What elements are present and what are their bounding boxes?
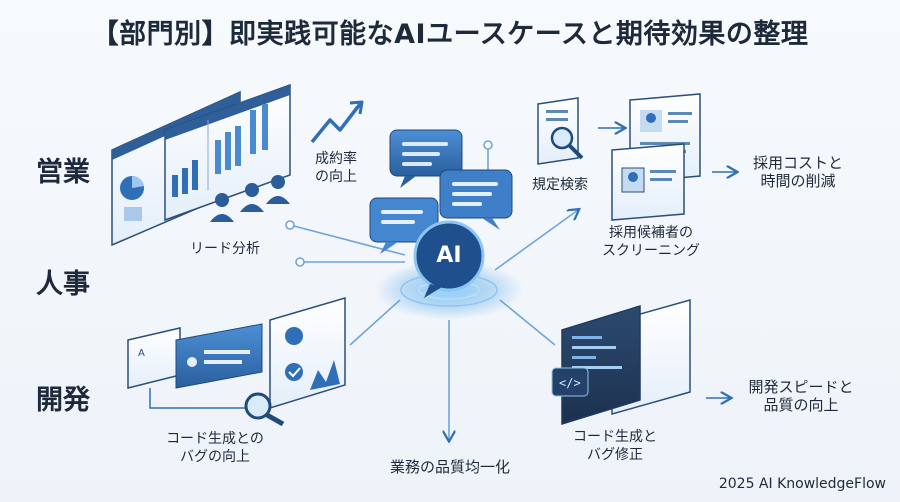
page-title: 【部門別】即実践可能なAIユースケースと期待効果の整理 <box>91 19 809 50</box>
dev-speed-label: 開発スピードと 品質の向上 <box>748 378 854 414</box>
candidate-screening-label: 採用候補者の スクリーニング <box>602 225 700 259</box>
hiring-cost-label: 採用コストと 時間の削減 <box>752 154 843 190</box>
dept-hr-label: 人事 <box>36 269 90 300</box>
svg-text:A: A <box>138 348 145 359</box>
code-chat-icon: A <box>127 296 346 408</box>
standardization-label: 業務の品質均一化 <box>389 458 510 476</box>
svg-text:</>: </> <box>559 376 581 390</box>
resume-documents-icon <box>611 93 701 221</box>
policy-search-icon <box>537 97 584 165</box>
people-icon <box>210 175 290 222</box>
sales-dashboard-icon <box>111 83 291 247</box>
dept-dev-label: 開発 <box>36 385 90 416</box>
chat-bubble-right-icon <box>439 169 513 230</box>
code-editor-icon: </> <box>551 299 691 426</box>
chat-bubble-top-icon <box>389 129 463 188</box>
code-bug-left-label: コード生成との バグの向上 <box>166 431 264 465</box>
connector-lines <box>285 140 578 440</box>
line-to-screening <box>494 210 578 271</box>
policy-search-label: 規定検索 <box>532 177 588 193</box>
ai-hub-icon <box>413 220 485 298</box>
magnifier-icon <box>244 392 285 427</box>
ai-hub-label: AI <box>436 243 462 268</box>
chat-bubble-left-icon <box>369 197 439 254</box>
credit-text: 2025 AI KnowledgeFlow <box>718 476 886 492</box>
dept-sales-label: 営業 <box>36 157 90 188</box>
lead-analysis-label: リード分析 <box>190 241 260 257</box>
code-bug-right-label: コード生成と バグ修正 <box>573 429 657 463</box>
win-rate-label: 成約率 の向上 <box>315 151 357 185</box>
growth-arrow-icon <box>310 100 364 144</box>
